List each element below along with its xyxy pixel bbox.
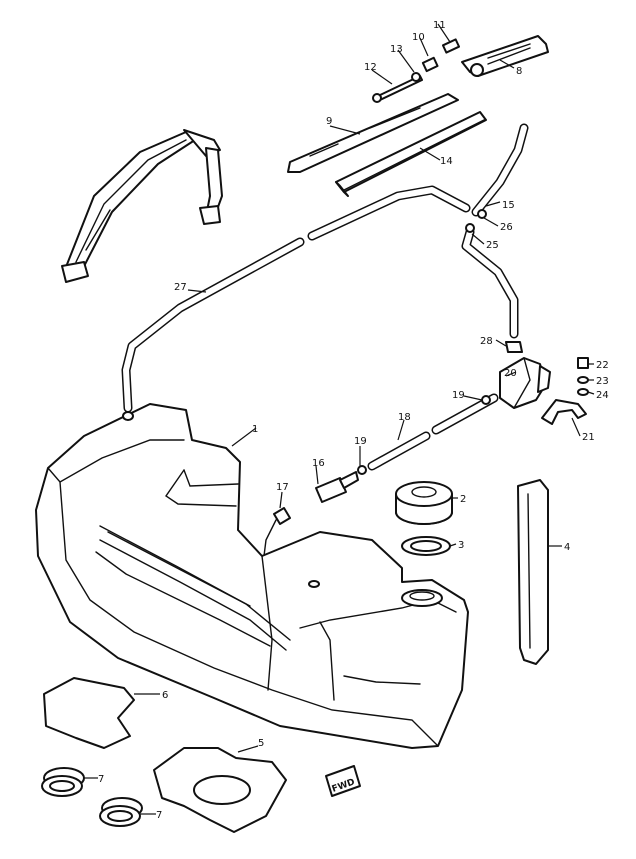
- callout-13: 13: [390, 44, 403, 55]
- bolt-assembly: [372, 38, 461, 103]
- tank-band-strap: [287, 93, 459, 173]
- callout-1: 1: [252, 424, 258, 435]
- callout-21: 21: [582, 432, 595, 443]
- hose-clip-25: [465, 223, 475, 233]
- clip-17: [273, 507, 291, 525]
- vent-hose-15: [461, 123, 529, 339]
- clamp-19b: [357, 465, 367, 475]
- callout-19b: 19: [354, 436, 367, 447]
- washer: [411, 72, 421, 82]
- callout-5: 5: [258, 738, 264, 749]
- grommet-7b: [99, 797, 143, 827]
- nut: [441, 38, 461, 54]
- callout-4: 4: [564, 542, 570, 553]
- callout-6: 6: [162, 690, 168, 701]
- callout-10: 10: [412, 32, 425, 43]
- leader-lines: [84, 23, 595, 815]
- tank-bracket-left: [61, 129, 223, 283]
- callout-22: 22: [596, 360, 609, 371]
- callout-labels: 1 2 3 4 5 6 7 7 8 9 10 11 12 13 14 15 16…: [98, 20, 609, 821]
- fuel-tank: [35, 403, 469, 749]
- callout-2: 2: [460, 494, 466, 505]
- rubber-pad: [335, 111, 487, 197]
- callout-23: 23: [596, 376, 609, 387]
- grommet-7a: [41, 767, 85, 797]
- callout-26: 26: [500, 222, 513, 233]
- callout-8: 8: [516, 66, 522, 77]
- fuel-cap: [395, 481, 453, 525]
- rubber-pad-6: [43, 677, 135, 749]
- pump-bracket-21: [541, 399, 587, 425]
- callout-12: 12: [364, 62, 377, 73]
- callout-15: 15: [502, 200, 515, 211]
- callout-20: 20: [504, 368, 517, 379]
- callout-17: 17: [276, 482, 289, 493]
- callout-27: 27: [174, 282, 187, 293]
- callout-24: 24: [596, 390, 609, 401]
- pump-mount-hardware: [577, 357, 589, 396]
- callout-11: 11: [433, 20, 446, 31]
- hose-clip-26: [477, 209, 487, 219]
- forward-arrow: FWD: [325, 765, 361, 797]
- washer-24: [577, 388, 589, 396]
- callout-7b: 7: [156, 810, 162, 821]
- callout-16: 16: [312, 458, 325, 469]
- callout-14: 14: [440, 156, 453, 167]
- clip-28: [505, 341, 523, 353]
- callout-18: 18: [398, 412, 411, 423]
- tank-strap-4: [517, 479, 549, 665]
- clamp-19a: [481, 395, 491, 405]
- fuel-pump: [499, 341, 551, 409]
- fuel-joint-16: [315, 477, 347, 503]
- callout-19a: 19: [452, 390, 465, 401]
- vent-hose-27: [121, 185, 471, 413]
- bolt-22: [577, 357, 589, 369]
- callout-7a: 7: [98, 774, 104, 785]
- callout-25: 25: [486, 240, 499, 251]
- callout-28: 28: [480, 336, 493, 347]
- cap-gasket: [401, 536, 451, 556]
- fuel-line: [263, 393, 499, 557]
- tank-bracket-right: [461, 35, 549, 77]
- washer-23: [577, 376, 589, 384]
- callout-3: 3: [458, 540, 464, 551]
- rubber-pad-5: [153, 747, 287, 833]
- callout-9: 9: [326, 116, 332, 127]
- collar: [421, 56, 439, 73]
